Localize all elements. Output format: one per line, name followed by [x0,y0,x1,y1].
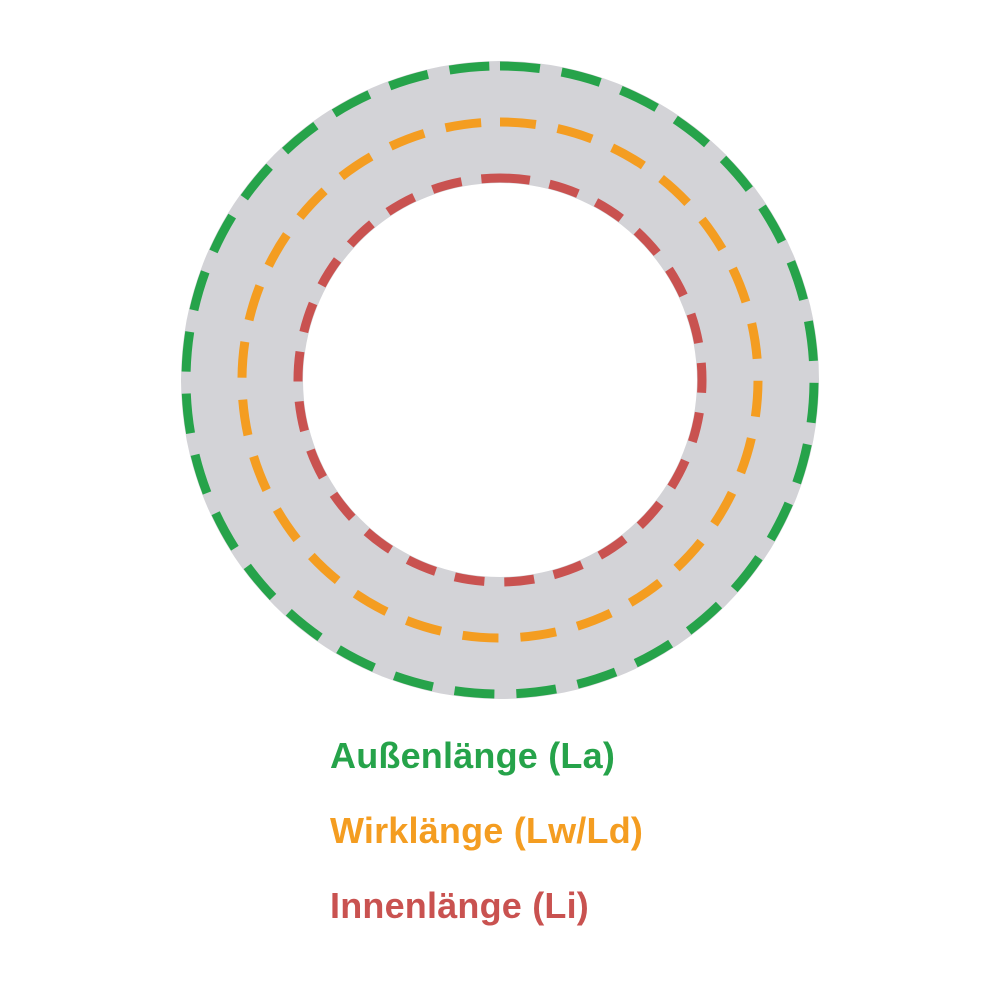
effective-length-circle [237,117,763,643]
legend-inner-length-label: Innenlänge (Li) [330,885,589,926]
legend-effective-length-label: Wirklänge (Lw/Ld) [330,810,644,851]
legend: Außenlänge (La) Wirklänge (Lw/Ld) Innenl… [330,738,643,924]
inner-length-circle [293,173,707,587]
outer-length-circle [181,61,819,699]
belt-ring-diagram [181,61,819,699]
legend-outer-length-label: Außenlänge (La) [330,735,616,776]
